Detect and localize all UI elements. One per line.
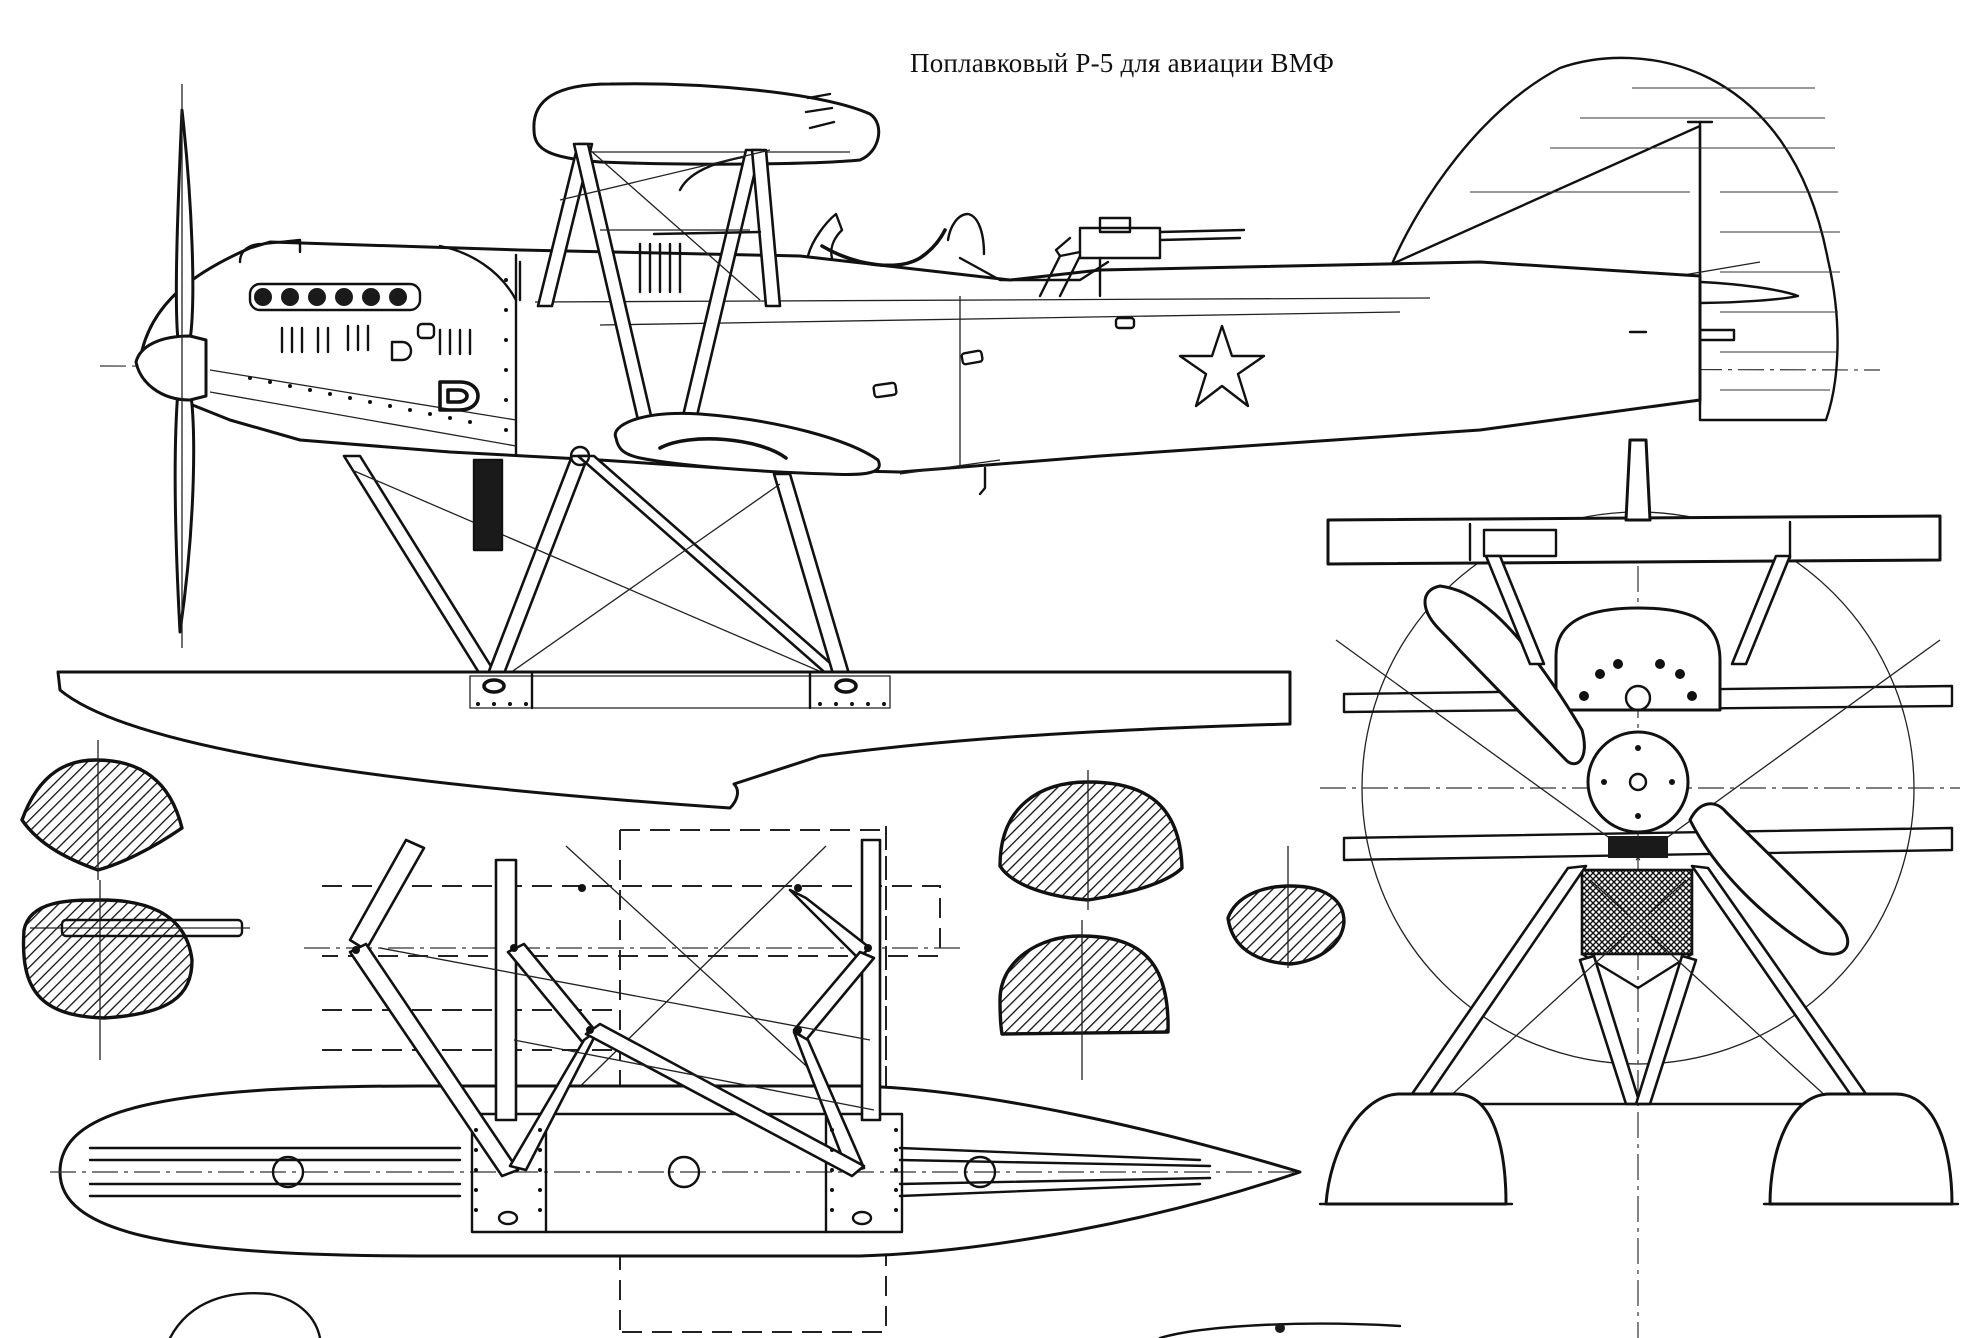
float-side xyxy=(56,670,1292,810)
upper-wing-front xyxy=(1326,514,1942,566)
propeller-side xyxy=(134,84,208,648)
cross-section-1 xyxy=(20,758,184,872)
cross-section-4 xyxy=(998,934,1170,1036)
float-top-view xyxy=(50,826,1302,1338)
cross-section-3 xyxy=(998,780,1184,902)
float-front-right xyxy=(1768,1092,1954,1206)
fuselage xyxy=(138,238,1702,496)
float-top-outline xyxy=(58,1084,1302,1258)
cross-section-2 xyxy=(21,898,194,1020)
tail-fin xyxy=(1390,56,1840,422)
lower-wing xyxy=(613,411,881,476)
float-struts xyxy=(342,445,856,686)
drawing-title: Поплавковый Р-5 для авиации ВМФ xyxy=(910,48,1335,78)
propeller-blade-upper xyxy=(1423,584,1586,766)
side-view xyxy=(56,56,1881,810)
strut-cross-sections xyxy=(20,740,1346,1080)
cross-section-5 xyxy=(1226,884,1346,966)
front-view xyxy=(1318,438,1960,1338)
propeller-blade-lower xyxy=(1688,802,1850,956)
propeller-hub xyxy=(1586,730,1690,834)
float-front-left xyxy=(1324,1092,1508,1206)
upper-wing xyxy=(532,82,881,192)
cockpit-area xyxy=(806,212,1246,298)
partial-views-bottom xyxy=(168,1292,1402,1338)
